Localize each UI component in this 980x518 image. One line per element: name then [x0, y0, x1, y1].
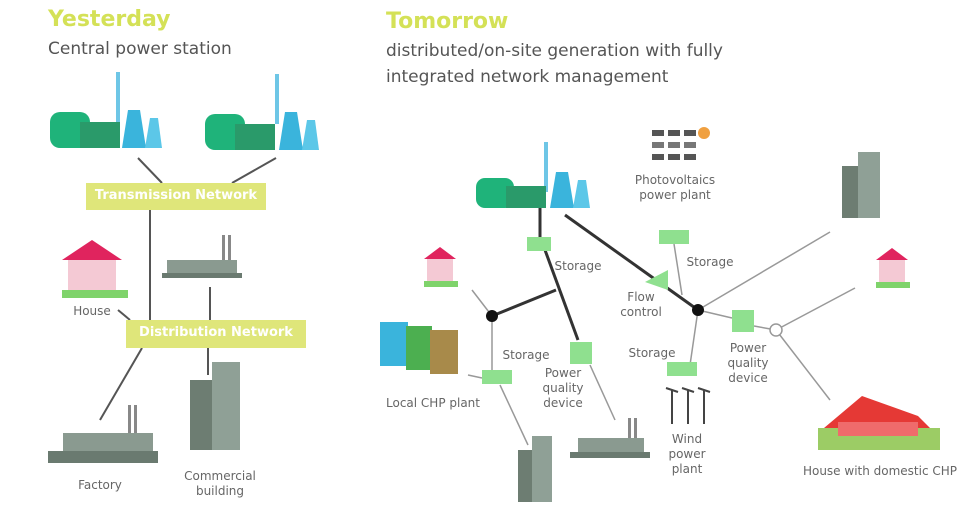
commercial-building-icon [842, 152, 880, 218]
house-chp-label: House with domestic CHP [802, 464, 958, 478]
factory-icon [570, 418, 650, 458]
factory-label: Factory [78, 478, 122, 492]
storage-icon [659, 230, 689, 244]
junction-node [486, 310, 498, 322]
line [543, 249, 580, 341]
wind-power-plant-label: Wind power plant [668, 432, 706, 476]
storage-label: Storage [686, 255, 734, 269]
flow-control-icon [645, 270, 668, 290]
tomorrow-title: Tomorrow [386, 9, 509, 34]
storage-label: Storage [502, 348, 550, 362]
junction-node [692, 304, 704, 316]
factory-icon [48, 405, 158, 463]
line [775, 287, 856, 331]
photovoltaics-icon [652, 127, 710, 160]
power-quality-device-label: Power quality device [542, 366, 584, 410]
commercial-building-label: Commercial building [184, 469, 256, 498]
line [499, 384, 529, 446]
storage-label: Storage [554, 259, 602, 273]
line [467, 374, 483, 379]
house-icon [876, 248, 910, 288]
transmission-network-box: Transmission Network [86, 183, 266, 210]
chp-plant-label: Local CHP plant [386, 396, 480, 410]
house-icon [62, 240, 128, 298]
storage-label: Storage [628, 346, 676, 360]
factory-icon [162, 235, 242, 278]
line [673, 243, 683, 296]
wind-turbine-icon [665, 387, 711, 424]
tomorrow-subtitle-1: distributed/on-site generation with full… [386, 41, 723, 61]
yesterday-title: Yesterday [48, 7, 171, 32]
yesterday-subtitle: Central power station [48, 39, 232, 59]
line [491, 288, 557, 318]
line [231, 157, 277, 184]
pv-label: Photovoltaics power plant [634, 173, 716, 202]
storage-icon [667, 362, 697, 376]
house-chp-icon [818, 396, 940, 450]
commercial-building-icon [190, 362, 240, 450]
commercial-building-icon [518, 436, 552, 502]
line [775, 329, 831, 401]
line [689, 309, 699, 366]
line [137, 157, 163, 184]
power-quality-device-label: Power quality device [727, 341, 769, 385]
flow-control-label: Flow control [620, 290, 662, 319]
power-station-icon [205, 74, 319, 150]
house-label: House [73, 304, 111, 318]
line [697, 231, 831, 311]
tomorrow-subtitle-2: integrated network management [386, 67, 669, 87]
distribution-network-box: Distribution Network [126, 320, 306, 348]
chp-plant-icon [380, 322, 458, 374]
line [589, 364, 616, 421]
storage-icon [482, 370, 512, 384]
storage-icon [527, 237, 551, 251]
switch-node [769, 323, 783, 337]
line [99, 347, 143, 421]
power-station-icon [50, 72, 162, 148]
house-icon [424, 247, 458, 287]
power-station-icon [476, 142, 590, 208]
line [117, 309, 131, 321]
power-quality-device-icon [570, 342, 592, 364]
power-quality-device-icon [732, 310, 754, 332]
line [564, 213, 699, 312]
